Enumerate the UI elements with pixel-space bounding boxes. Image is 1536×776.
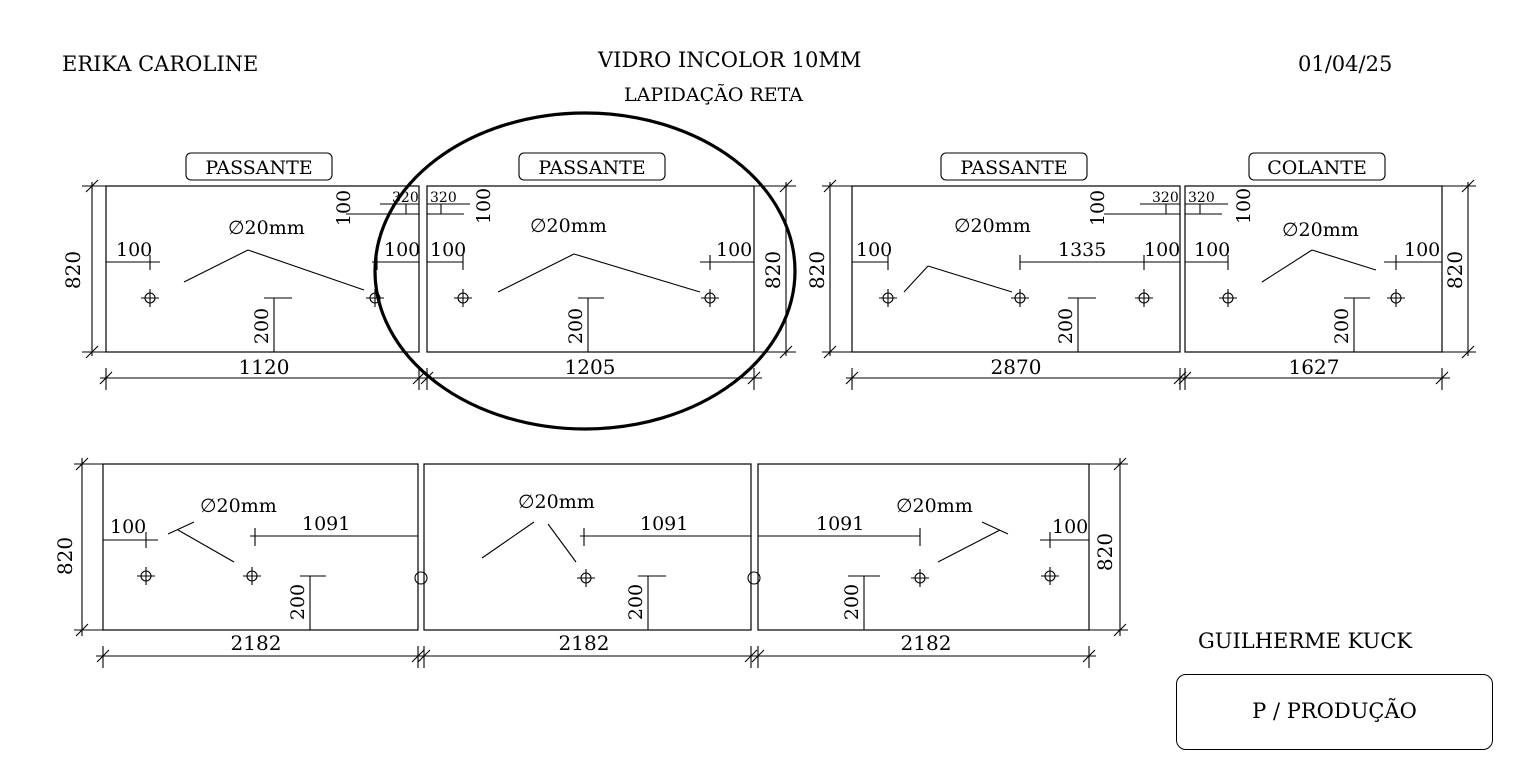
- height-label-1: 820: [61, 251, 85, 289]
- row1-width-dims: 1120 1205 2870 1627: [99, 355, 1450, 390]
- offset-label: 320: [1152, 190, 1179, 206]
- row1-tags: PASSANTE PASSANTE PASSANTE COLANTE: [185, 152, 1386, 181]
- panel-1: [105, 185, 420, 353]
- panel-6-details: ∅20mm 1091 200: [481, 491, 751, 630]
- height-label-3: 820: [805, 251, 829, 289]
- offset-label: 100: [1144, 239, 1180, 261]
- offset-label: 100: [1087, 190, 1109, 226]
- offset-label: 200: [1331, 308, 1353, 344]
- offset-label: 320: [430, 190, 457, 206]
- highlight-ellipse: [373, 111, 797, 431]
- panel-3: [851, 185, 1181, 353]
- offset-label: 100: [1233, 188, 1255, 224]
- offset-label: 100: [856, 239, 892, 261]
- panel-5: [102, 463, 419, 631]
- panel-7: [757, 463, 1090, 631]
- width-label-6: 2182: [559, 631, 610, 655]
- tag-box-1: [185, 152, 333, 181]
- tag-label-3: PASSANTE: [960, 157, 1067, 179]
- row2-width-dims: 2182 2182 2182: [96, 631, 1096, 668]
- connector-icon: [414, 571, 428, 585]
- height-label-5: 820: [53, 537, 77, 575]
- offset-label: 200: [565, 308, 587, 344]
- offset-label: 100: [1404, 239, 1440, 261]
- width-label-3: 2870: [991, 355, 1042, 379]
- hole-diameter-label: ∅20mm: [200, 495, 277, 517]
- inner-dimension-label: 1335: [1058, 239, 1106, 261]
- hole-diameter-label: ∅20mm: [896, 495, 973, 517]
- inner-dimension-label: 1091: [640, 513, 688, 535]
- panel-4: [1184, 185, 1443, 353]
- offset-label: 100: [333, 190, 355, 226]
- panel-3-details: ∅20mm 100 1335 100 100 320 200: [852, 190, 1180, 352]
- connector-icon: [747, 571, 761, 585]
- production-status-box: P / PRODUÇÃO: [1176, 674, 1493, 750]
- tag-box-4: [1248, 152, 1386, 181]
- tag-box-2: [518, 152, 666, 181]
- offset-label: 100: [473, 188, 495, 224]
- offset-label: 100: [716, 239, 752, 261]
- offset-label: 320: [1188, 190, 1215, 206]
- panel-4-details: ∅20mm 100 100 100 320 200: [1185, 188, 1442, 352]
- offset-label: 100: [384, 239, 420, 261]
- offset-label: 100: [430, 239, 466, 261]
- tag-box-3: [940, 152, 1088, 181]
- client-name: ERIKA CAROLINE: [62, 52, 259, 76]
- row1-height-dims: 820 820 820 820: [61, 179, 1476, 359]
- panel-2: [426, 185, 755, 353]
- offset-label: 200: [625, 584, 647, 620]
- finish-subtitle: LAPIDAÇÃO RETA: [624, 84, 803, 106]
- row1-panels: [105, 185, 1443, 353]
- row2-height-dims: 820 820: [53, 457, 1128, 637]
- hole-diameter-label: ∅20mm: [228, 217, 305, 239]
- inner-dimension-label: 1091: [816, 513, 864, 535]
- hole-diameter-label: ∅20mm: [954, 215, 1031, 237]
- inner-dimension-label: 1091: [302, 513, 350, 535]
- material-title: VIDRO INCOLOR 10MM: [598, 48, 862, 72]
- panel-5-details: ∅20mm 100 1091 200: [103, 495, 418, 630]
- row2-panels: [102, 463, 1090, 631]
- offset-label: 100: [1194, 239, 1230, 261]
- height-label-6: 820: [1093, 533, 1117, 571]
- height-label-4: 820: [1443, 251, 1467, 289]
- tag-label-1: PASSANTE: [205, 157, 312, 179]
- panel-1-details: ∅20mm 100 100 100 320 200: [106, 190, 420, 352]
- offset-label: 100: [110, 516, 146, 538]
- width-label-2: 1205: [565, 355, 616, 379]
- hole-diameter-label: ∅20mm: [518, 491, 595, 513]
- panel-7-details: ∅20mm 1091 100 200: [758, 495, 1089, 630]
- offset-label: 200: [1055, 308, 1077, 344]
- height-label-2: 820: [761, 251, 785, 289]
- panel-2-details: ∅20mm 100 100 100 320 200: [427, 188, 754, 352]
- panel-6: [423, 463, 752, 631]
- offset-label: 100: [1052, 516, 1088, 538]
- tag-label-4: COLANTE: [1267, 157, 1367, 179]
- offset-label: 320: [392, 190, 419, 206]
- offset-label: 100: [116, 239, 152, 261]
- width-label-7: 2182: [901, 631, 952, 655]
- width-label-1: 1120: [239, 355, 290, 379]
- author-name: GUILHERME KUCK: [1198, 629, 1413, 653]
- offset-label: 200: [287, 584, 309, 620]
- offset-label: 200: [841, 584, 863, 620]
- offset-label: 200: [251, 308, 273, 344]
- width-label-4: 1627: [1289, 355, 1340, 379]
- production-status-label: P / PRODUÇÃO: [1252, 699, 1417, 723]
- drawing-date: 01/04/25: [1298, 52, 1393, 76]
- tag-label-2: PASSANTE: [538, 157, 645, 179]
- hole-diameter-label: ∅20mm: [1282, 219, 1359, 241]
- width-label-5: 2182: [231, 631, 282, 655]
- hole-diameter-label: ∅20mm: [530, 215, 607, 237]
